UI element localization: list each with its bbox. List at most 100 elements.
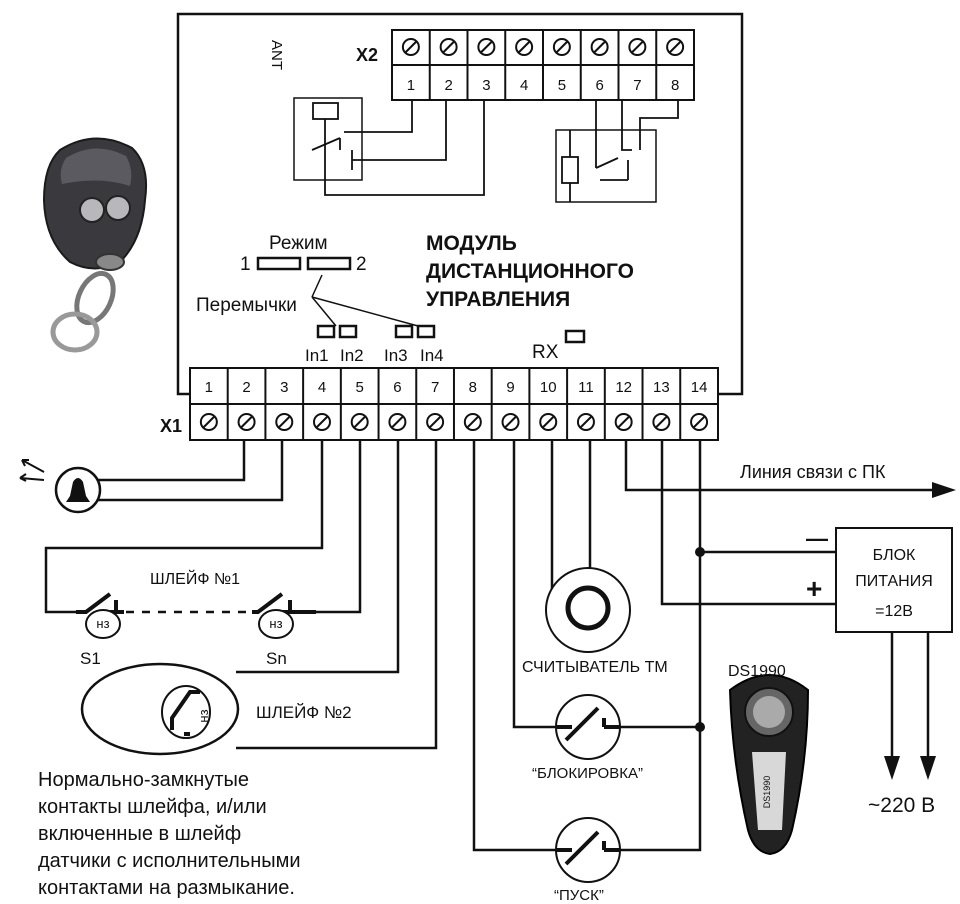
x1-screw-terminal: [614, 413, 633, 431]
x1-pin-10: 10: [540, 379, 557, 396]
x1-screw-terminal: [426, 413, 445, 431]
jumper-in2: In2: [340, 346, 364, 365]
mode-jumpers: Режим 1 2: [240, 233, 367, 275]
x1-screw-terminal: [690, 413, 709, 431]
x2-screw-terminal: [628, 38, 647, 56]
x2-screw-terminal: [590, 38, 609, 56]
block-button: [555, 694, 621, 760]
module-title-line-3: УПРАВЛЕНИЯ: [426, 288, 570, 311]
power-line-3: =12В: [875, 603, 913, 620]
mains-arrow-left: [884, 756, 900, 780]
loop2-label: ШЛЕЙФ №2: [256, 703, 352, 722]
x1-pin-12: 12: [615, 379, 632, 396]
ant-label: ANT: [268, 40, 285, 70]
rx-jumper: RX: [532, 329, 586, 363]
x1-screw-terminal: [501, 413, 520, 431]
x1-screw-terminal: [539, 413, 558, 431]
pc-line-label: Линия связи с ПК: [740, 462, 886, 482]
x1-pin-3: 3: [280, 379, 288, 396]
note-line-3: включенные в шлейф: [38, 823, 241, 845]
x1-pin-7: 7: [431, 379, 439, 396]
mode-right-label: 2: [356, 254, 367, 275]
s1-contact-mark: нз: [96, 616, 109, 631]
siren-icon: [19, 459, 102, 514]
x1-screw-terminal: [463, 413, 482, 431]
x1-pin-14: 14: [691, 379, 708, 396]
x1-label: X1: [160, 416, 182, 436]
x2-pin-6: 6: [595, 77, 603, 94]
x2-pin-4: 4: [520, 77, 528, 94]
mode-label: Режим: [269, 233, 328, 254]
x2-screw-terminal: [666, 38, 685, 56]
x2-screw-terminal: [439, 38, 458, 56]
x1-pin-4: 4: [318, 379, 326, 396]
power-line-2: ПИТАНИЯ: [855, 573, 933, 590]
x1-pin-9: 9: [506, 379, 514, 396]
x1-pin-13: 13: [653, 379, 670, 396]
module-body: [176, 12, 744, 396]
loop1-label: ШЛЕЙФ №1: [150, 569, 240, 588]
note-line-1: Нормально-замкнутые: [38, 769, 249, 791]
loop2-sensor: нз: [80, 662, 240, 756]
loop2-contact-mark: нз: [196, 709, 211, 722]
relay-2: [555, 100, 679, 203]
note-line-2: контакты шлейфа, и/или: [38, 796, 267, 818]
wires: [44, 440, 936, 852]
mains-voltage-label: ~220 В: [868, 794, 935, 817]
x2-screw-terminal: [515, 38, 534, 56]
junction-dot-power: [695, 547, 705, 557]
x1-pin-11: 11: [578, 379, 594, 396]
x1-screw-terminal: [350, 413, 369, 431]
note-line-5: контактами на размыкание.: [38, 877, 295, 899]
remote-keyfob-image: [42, 137, 148, 353]
x1-screw-terminal: [388, 413, 407, 431]
note-line-4: датчики с исполнительными: [38, 850, 301, 872]
start-button: [555, 817, 621, 883]
jumper-in3: In3: [384, 346, 408, 365]
power-minus: —: [806, 526, 828, 551]
power-supply: БЛОК ПИТАНИЯ =12В — +: [806, 526, 953, 633]
x1-pin-2: 2: [242, 379, 250, 396]
loop1-switch-sn: нз Sn: [252, 592, 316, 668]
jumpers-label: Перемычки: [196, 295, 297, 316]
rx-label: RX: [532, 342, 559, 363]
touch-memory-reader: [545, 567, 631, 653]
x2-screw-terminal: [401, 38, 420, 56]
x1-screw-terminal: [312, 413, 331, 431]
module-title-line-1: МОДУЛЬ: [426, 232, 517, 255]
x1-screw-terminal: [237, 413, 256, 431]
x1-pin-6: 6: [393, 379, 401, 396]
jumper-pointer-lines: [311, 274, 419, 327]
x1-pin-5: 5: [356, 379, 364, 396]
x2-pin-7: 7: [633, 77, 641, 94]
loop-note: Нормально-замкнутые контакты шлейфа, и/и…: [38, 769, 301, 899]
x2-pin-2: 2: [444, 77, 452, 94]
junction-dot-block: [695, 722, 705, 732]
sn-label: Sn: [266, 649, 287, 668]
mains-arrow-right: [920, 756, 936, 780]
input-jumpers: In1 In2 In3 In4: [305, 324, 444, 365]
x1-screw-terminal: [576, 413, 595, 431]
x2-pin-3: 3: [482, 77, 490, 94]
s1-label: S1: [80, 649, 101, 668]
start-label: “ПУСК”: [554, 887, 604, 904]
ds1990-key-image: DS1990: [728, 674, 810, 856]
x2-pin-5: 5: [558, 77, 566, 94]
loop1-switch-s1: нз S1: [76, 592, 124, 668]
x1-screw-terminal: [275, 413, 294, 431]
power-plus: +: [806, 573, 822, 604]
x2-label: X2: [356, 45, 378, 65]
x1-screw-terminal: [652, 413, 671, 431]
ds1990-key-text: DS1990: [762, 776, 772, 809]
jumper-in1: In1: [305, 346, 329, 365]
block-label: “БЛОКИРОВКА”: [532, 765, 643, 782]
power-line-1: БЛОК: [873, 547, 916, 564]
jumper-in4: In4: [420, 346, 444, 365]
pc-line-arrowhead: [932, 482, 956, 498]
key-label: DS1990: [728, 663, 786, 680]
x2-pin-1: 1: [407, 77, 415, 94]
module-title-line-2: ДИСТАНЦИОННОГО: [426, 260, 634, 283]
